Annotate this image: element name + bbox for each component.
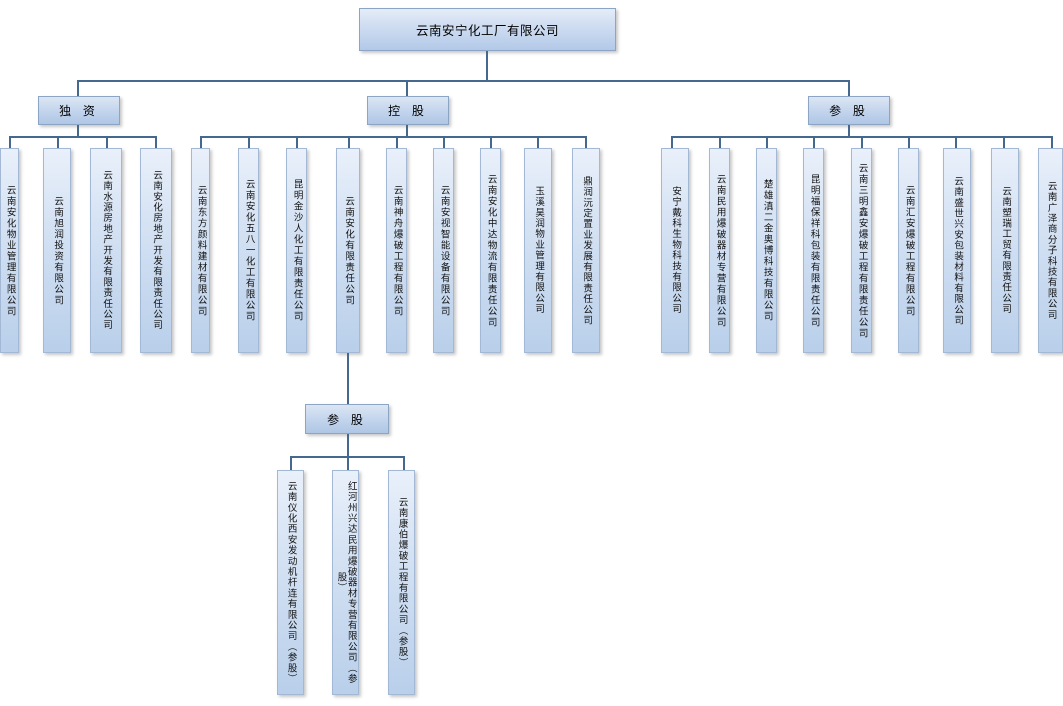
leaf-label: 云南民用爆破器材专营有限公司 [714,173,726,328]
connector-sub-down [347,434,349,456]
leaf-node[interactable]: 云南塑瑞工贸有限责任公司 [991,148,1019,353]
leaf-node[interactable]: 云南安化有限责任公司 [336,148,360,353]
connector-konggu-bus [200,136,586,138]
connector-konggu-drop-0 [200,136,202,148]
connector-sub-drop-0 [290,456,292,470]
connector-konggu-drop-1 [248,136,250,148]
connector-cangu-drop-1 [719,136,721,148]
connector-drop-konggu [406,80,408,96]
leaf-node[interactable]: 云南安化物业管理有限公司 [0,148,19,353]
leaf-label: 昆明金沙人化工有限责任公司 [291,179,303,322]
connector-sub-stem [347,353,349,404]
leaf-node[interactable]: 楚雄滇二金奥博科技有限公司 [756,148,777,353]
leaf-node[interactable]: 云南水源房地产开发有限责任公司 [90,148,122,353]
leaf-label: 红河州兴达民用爆破器材专营有限公司（参股） [335,480,357,685]
connector-duzi-drop-2 [106,136,108,148]
category-label-duzi: 独 资 [59,104,99,118]
connector-duzi-drop-0 [9,136,11,148]
leaf-label: 云南康伯爆破工程有限公司（参股） [396,496,408,669]
leaf-node[interactable]: 云南神舟爆破工程有限公司 [386,148,407,353]
leaf-label: 云南旭润投资有限公司 [52,195,64,306]
connector-level1-bus [77,80,849,82]
connector-cangu-drop-7 [1003,136,1005,148]
leaf-label: 楚雄滇二金奥博科技有限公司 [761,179,773,322]
category-node-cangu[interactable]: 参 股 [808,96,890,125]
leaf-node[interactable]: 昆明福保祥科包装有限责任公司 [803,148,824,353]
connector-konggu-drop-2 [296,136,298,148]
category-label-cangu: 参 股 [829,104,869,118]
leaf-node[interactable]: 云南民用爆破器材专营有限公司 [709,148,730,353]
connector-cangu-stem [848,125,850,136]
leaf-node[interactable]: 云南广泽商分子科技有限公司 [1038,148,1063,353]
connector-sub-drop-1 [347,456,349,470]
connector-sub-bus [290,456,403,458]
category-node-konggu[interactable]: 控 股 [367,96,449,125]
leaf-node[interactable]: 云南盛世兴安包装材料有限公司 [943,148,971,353]
leaf-node[interactable]: 云南安化五八一化工有限公司 [238,148,259,353]
connector-duzi-bus [9,136,155,138]
connector-cangu-drop-2 [766,136,768,148]
leaf-node[interactable]: 云南安视智能设备有限公司 [433,148,454,353]
leaf-label: 云南安视智能设备有限公司 [438,184,450,317]
root-node[interactable]: 云南安宁化工厂有限公司 [359,8,616,51]
leaf-label: 安宁戴科生物科技有限公司 [670,186,682,315]
connector-root-stem [486,51,488,80]
root-node-label: 云南安宁化工厂有限公司 [415,23,559,38]
leaf-node[interactable]: 云南旭润投资有限公司 [43,148,71,353]
leaf-label: 云南水源房地产开发有限责任公司 [101,170,113,331]
category-label-konggu: 控 股 [388,104,428,118]
leaf-label: 云南盛世兴安包装材料有限公司 [952,175,964,326]
connector-konggu-drop-3 [348,136,350,148]
connector-konggu-drop-8 [585,136,587,148]
leaf-node[interactable]: 云南三明鑫安爆破工程有限责任公司 [851,148,872,353]
connector-konggu-drop-5 [443,136,445,148]
connector-cangu-drop-4 [861,136,863,148]
category-node-duzi[interactable]: 独 资 [38,96,120,125]
connector-sub-drop-2 [403,456,405,470]
connector-konggu-drop-7 [537,136,539,148]
connector-duzi-drop-1 [57,136,59,148]
leaf-label: 云南仪化西安发动机杆连有限公司（参股） [285,480,297,685]
leaf-label: 云南三明鑫安爆破工程有限责任公司 [856,162,868,339]
leaf-label: 云南安化物业管理有限公司 [4,184,16,317]
leaf-label: 鼎润沅定置业发展有限责任公司 [581,175,593,326]
leaf-node[interactable]: 安宁戴科生物科技有限公司 [661,148,689,353]
leaf-node[interactable]: 云南安化房地产开发有限责任公司 [140,148,172,353]
category-node-cangu-sub[interactable]: 参 股 [305,404,389,434]
leaf-label: 云南汇安爆破工程有限公司 [903,184,915,317]
connector-cangu-drop-0 [671,136,673,148]
leaf-node[interactable]: 玉溪昊润物业管理有限公司 [524,148,552,353]
leaf-label: 昆明福保祥科包装有限责任公司 [808,173,820,328]
leaf-node[interactable]: 红河州兴达民用爆破器材专营有限公司（参股） [332,470,359,695]
leaf-label: 云南安化有限责任公司 [343,195,355,306]
leaf-node[interactable]: 云南汇安爆破工程有限公司 [898,148,919,353]
connector-cangu-drop-5 [908,136,910,148]
leaf-node[interactable]: 云南仪化西安发动机杆连有限公司（参股） [277,470,304,695]
leaf-label: 云南安化房地产开发有限责任公司 [151,170,163,331]
leaf-label: 云南安化中达物流有限责任公司 [485,173,497,328]
connector-drop-duzi [77,80,79,96]
connector-cangu-drop-6 [955,136,957,148]
category-label-cangu-sub: 参 股 [327,412,367,427]
connector-konggu-stem [406,125,408,136]
connector-duzi-drop-3 [155,136,157,148]
leaf-label: 云南东方颜料建材有限公司 [195,184,207,317]
leaf-label: 云南广泽商分子科技有限公司 [1045,180,1057,321]
leaf-label: 云南神舟爆破工程有限公司 [391,184,403,317]
connector-konggu-drop-6 [490,136,492,148]
leaf-node[interactable]: 云南东方颜料建材有限公司 [191,148,210,353]
leaf-node[interactable]: 鼎润沅定置业发展有限责任公司 [572,148,600,353]
connector-konggu-drop-4 [396,136,398,148]
leaf-label: 玉溪昊润物业管理有限公司 [533,186,545,315]
leaf-label: 云南安化五八一化工有限公司 [243,179,255,322]
connector-cangu-drop-8 [1051,136,1053,148]
connector-duzi-stem [77,125,79,136]
connector-cangu-drop-3 [813,136,815,148]
leaf-node[interactable]: 昆明金沙人化工有限责任公司 [286,148,307,353]
leaf-label: 云南塑瑞工贸有限责任公司 [1000,186,1012,315]
leaf-node[interactable]: 云南康伯爆破工程有限公司（参股） [388,470,415,695]
leaf-node[interactable]: 云南安化中达物流有限责任公司 [480,148,501,353]
connector-drop-cangu [848,80,850,96]
